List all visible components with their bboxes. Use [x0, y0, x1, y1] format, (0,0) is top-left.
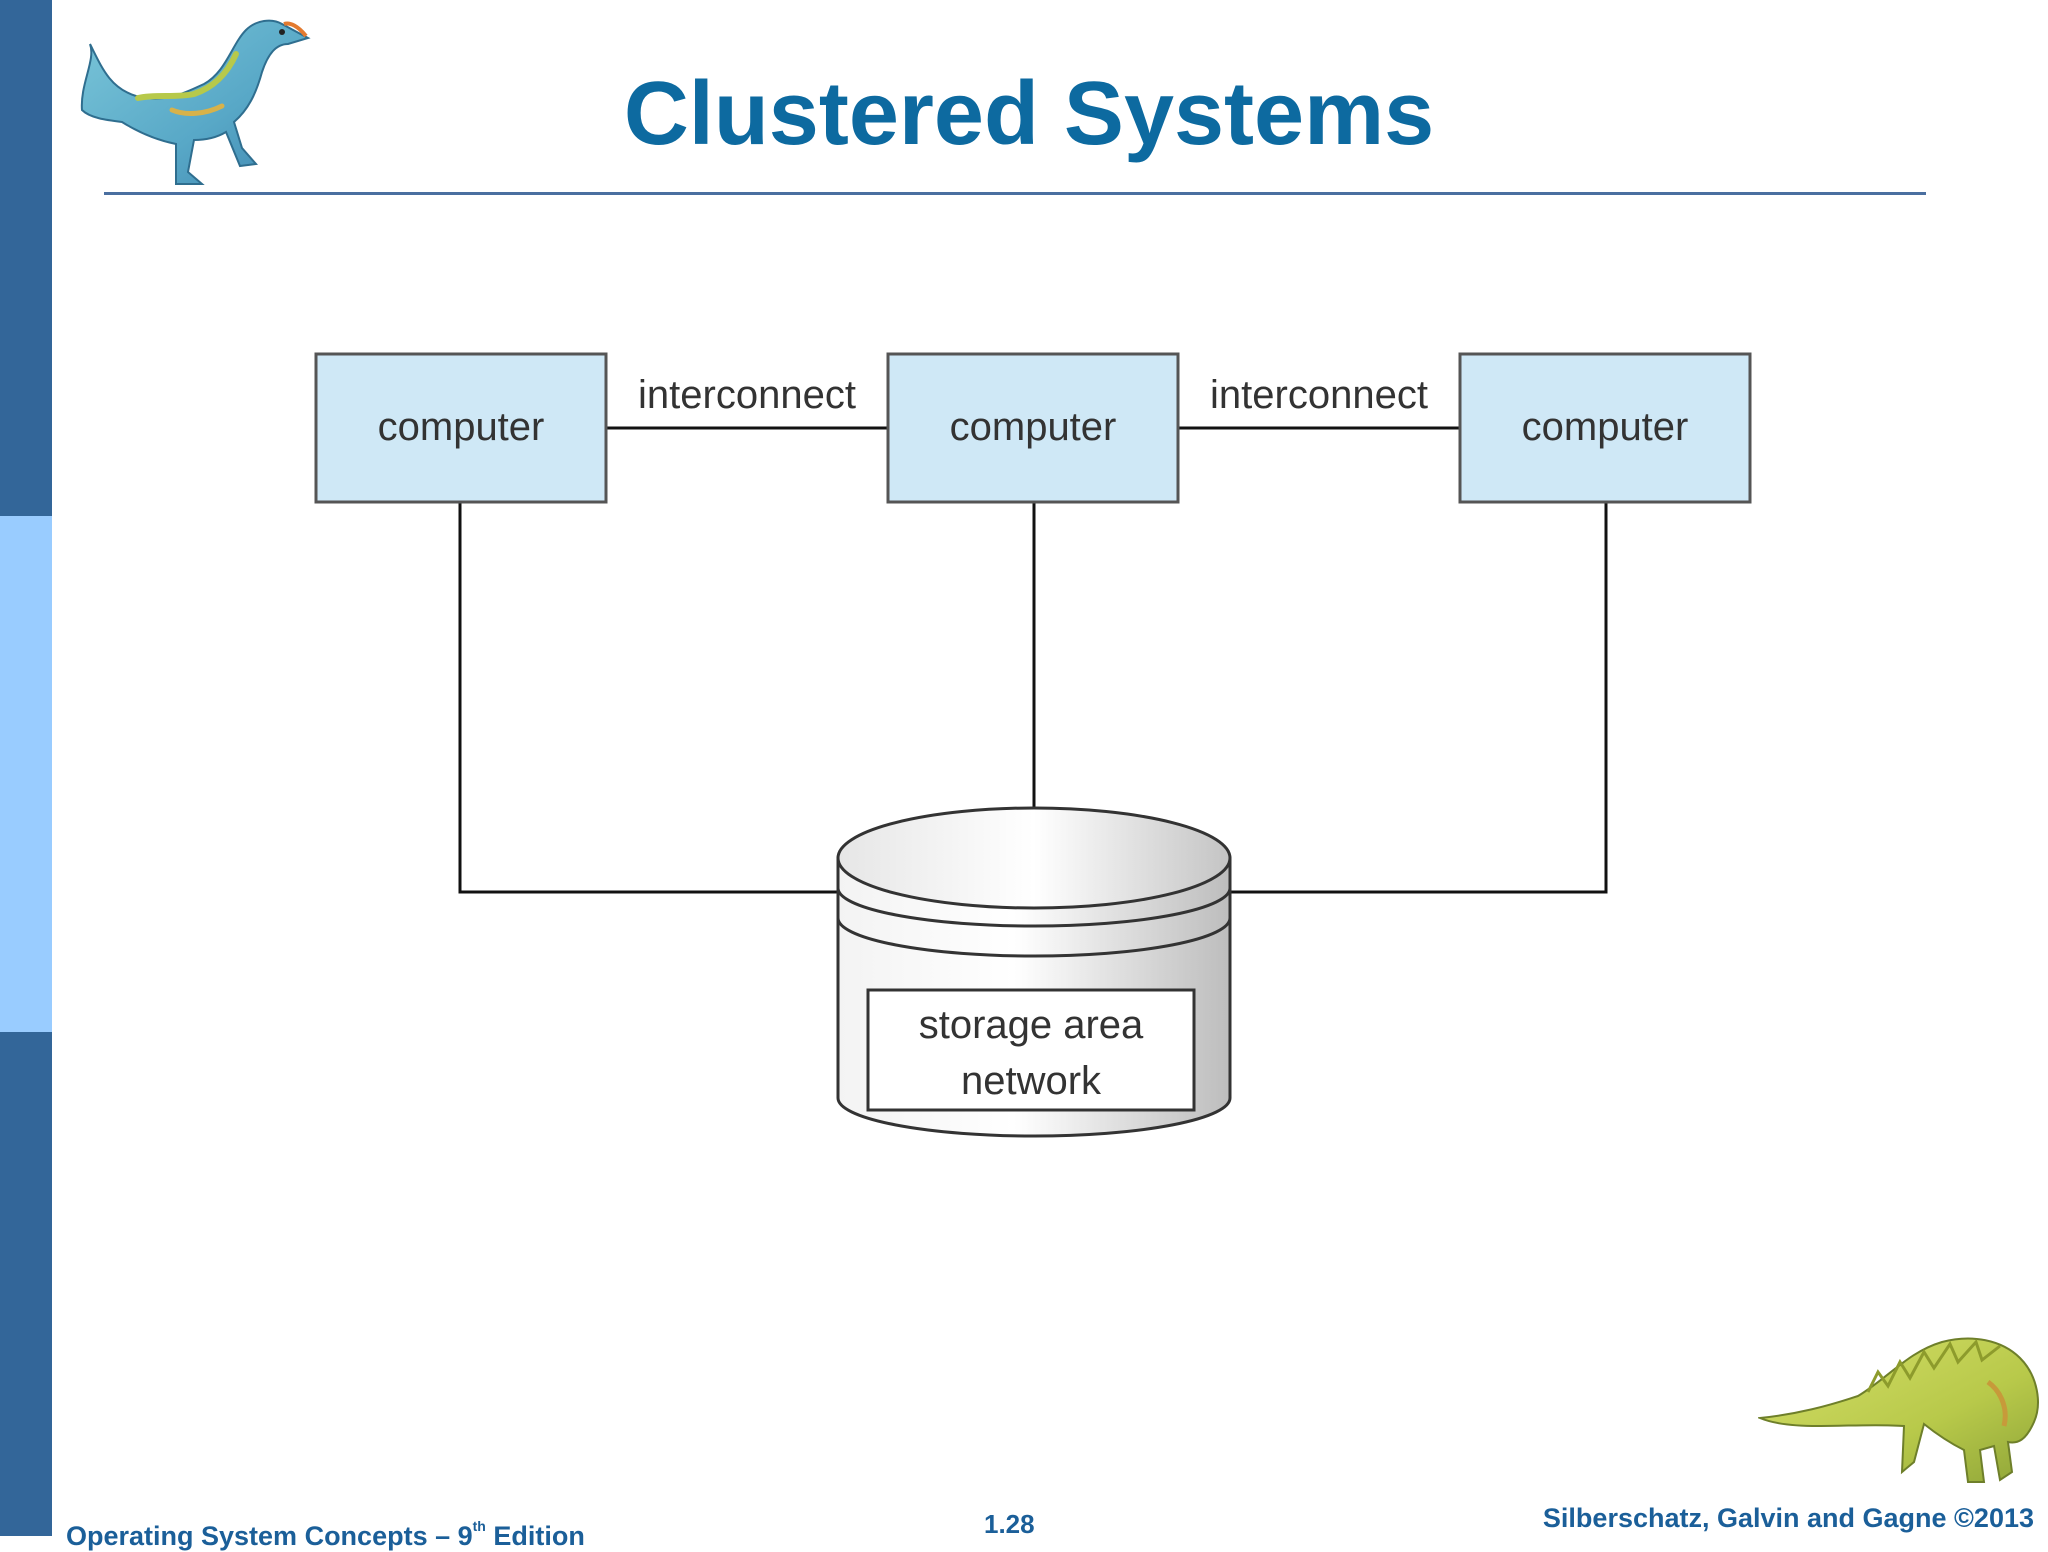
computer-box-1: computer	[314, 352, 608, 504]
page-number: 1.28	[984, 1509, 1035, 1539]
storage-link-left	[458, 502, 838, 894]
footer-book-title-suffix: Edition	[485, 1521, 585, 1551]
dinosaur-logo-top-icon	[80, 19, 311, 185]
computer-label: computer	[950, 405, 1117, 449]
connection-lines	[458, 426, 1608, 894]
computer-label: computer	[378, 405, 545, 449]
footer-authors: Silberschatz, Galvin and Gagne ©2013	[1542, 1503, 2034, 1533]
storage-label-line1: storage area	[919, 1003, 1144, 1047]
footer-book-title-main: Operating System Concepts – 9	[66, 1521, 473, 1551]
dinosaur-logo-bottom-icon	[1758, 1337, 2039, 1483]
storage-link-right	[1228, 502, 1608, 894]
footer-book-title: Operating System Concepts – 9th Edition	[66, 1510, 585, 1552]
computer-label: computer	[1522, 405, 1689, 449]
computer-box-2: computer	[886, 352, 1180, 504]
sidebar-band-middle	[0, 516, 52, 1032]
title-divider	[104, 192, 1926, 195]
sidebar-band-top	[0, 0, 52, 516]
storage-label-line2: network	[961, 1059, 1102, 1103]
computer-box-3: computer	[1458, 352, 1752, 504]
footer-edition-superscript: th	[472, 1518, 486, 1534]
storage-cylinder: storage area network	[836, 806, 1232, 1138]
interconnect-label-1: interconnect	[638, 373, 856, 417]
storage-label-box	[866, 988, 1196, 1112]
sidebar-band-bottom	[0, 1032, 52, 1536]
page-title: Clustered Systems	[623, 64, 1435, 164]
interconnect-label-2: interconnect	[1210, 373, 1428, 417]
